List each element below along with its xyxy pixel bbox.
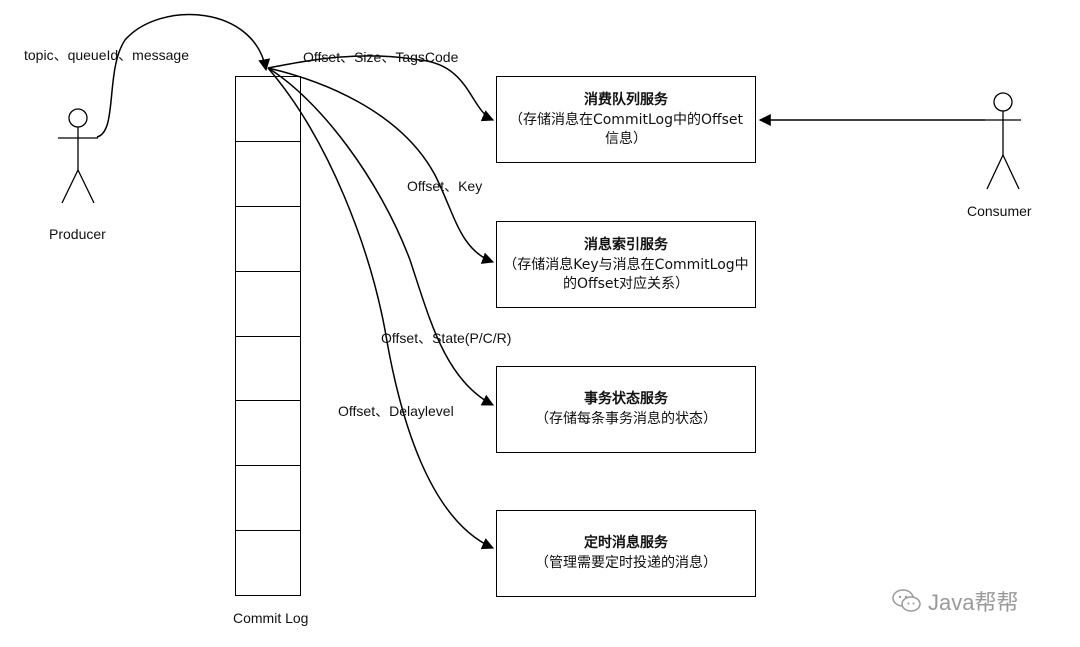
- wechat-icon: [892, 589, 921, 612]
- service-description: （存储每条事务消息的状态）: [535, 411, 717, 427]
- index-service-box: 消息索引服务 （存储消息Key与消息在CommitLog中的Offset对应关系…: [496, 221, 756, 308]
- schedule-edge-label: Offset、Delaylevel: [338, 403, 454, 419]
- service-description: （管理需要定时投递的消息）: [535, 555, 717, 571]
- schedule-service-box: 定时消息服务 （管理需要定时投递的消息）: [496, 510, 756, 597]
- index-edge-label: Offset、Key: [407, 178, 483, 194]
- commitlog-to-transaction-arrow: [267, 67, 495, 406]
- watermark-text: Java帮帮: [928, 590, 1019, 615]
- commit-log-cell: [236, 401, 300, 467]
- consumer-label: Consumer: [967, 203, 1032, 219]
- commit-log-label: Commit Log: [233, 610, 309, 626]
- commit-log-cell: [236, 142, 300, 207]
- transaction-edge-label: Offset、State(P/C/R): [381, 330, 512, 346]
- service-description: （存储消息Key与消息在CommitLog中的Offset对应关系）: [503, 256, 749, 292]
- producer-message-label: topic、queueId、message: [24, 47, 189, 63]
- commit-log-cell: [236, 77, 300, 142]
- service-title: 消息索引服务: [584, 236, 668, 253]
- commit-log-cell: [236, 531, 300, 595]
- commit-log: [235, 76, 301, 596]
- consume-queue-edge-label: Offset、Size、TagsCode: [303, 49, 459, 65]
- service-title: 消费队列服务: [584, 91, 668, 108]
- commit-log-cell: [236, 272, 300, 337]
- commitlog-to-consumequeue-arrow: [267, 55, 495, 122]
- producer-figure-icon: [58, 108, 98, 204]
- commit-log-cell: [236, 337, 300, 402]
- commitlog-to-schedule-arrow: [267, 67, 495, 550]
- producer-label: Producer: [49, 226, 106, 242]
- service-title: 定时消息服务: [584, 535, 668, 551]
- service-description: （存储消息在CommitLog中的Offset信息）: [508, 111, 744, 147]
- watermark: Java帮帮: [892, 585, 1018, 617]
- producer-to-commitlog-arrow: [96, 13, 271, 138]
- consume-queue-service-box: 消费队列服务 （存储消息在CommitLog中的Offset信息）: [496, 76, 756, 163]
- commitlog-to-index-arrow: [267, 67, 495, 264]
- commit-log-cell: [236, 466, 300, 532]
- commit-log-cell: [236, 207, 300, 272]
- service-title: 事务状态服务: [584, 391, 668, 407]
- consumer-figure-icon: [985, 92, 1021, 190]
- transaction-service-box: 事务状态服务 （存储每条事务消息的状态）: [496, 366, 756, 453]
